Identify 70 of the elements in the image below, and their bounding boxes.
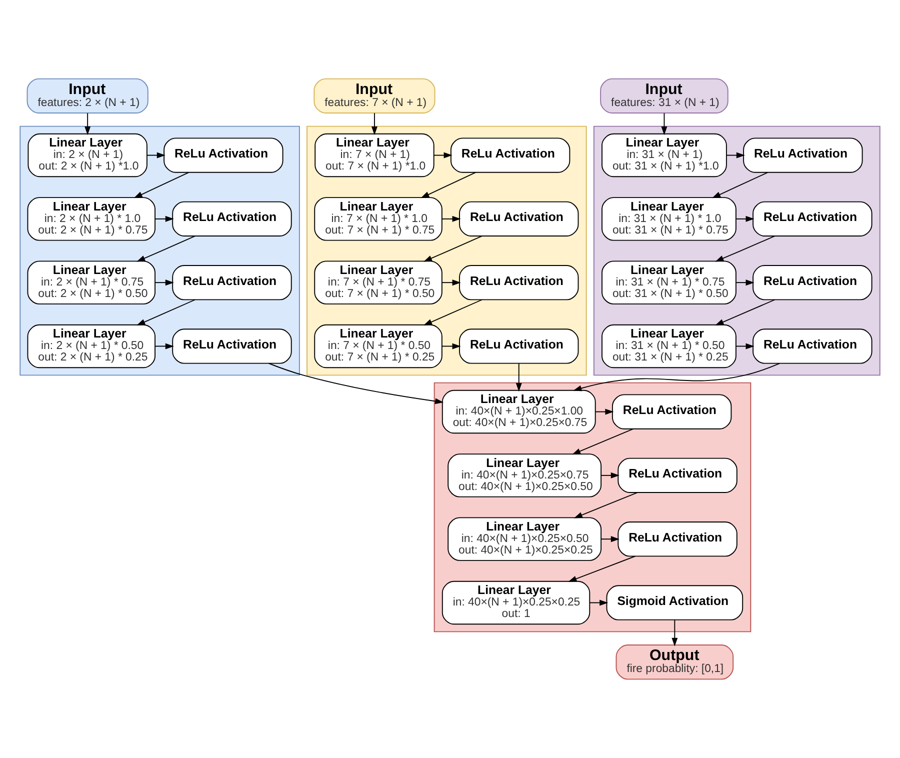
node-box: Linear Layer in: 31 × (N + 1) * 0.75 out: 31 × (N + 1) * 0.50	[602, 260, 736, 304]
arrow	[84, 112, 91, 136]
arrow	[600, 472, 620, 478]
node-box: Linear Layer in: 31 × (N + 1) * 0.50 out: 31 × (N + 1) * 0.25	[602, 324, 736, 368]
arrow	[595, 408, 614, 415]
arrow	[423, 236, 482, 262]
arrow	[134, 172, 190, 198]
node-box: ReLu Activation	[450, 138, 570, 173]
node-box: Linear Layer in: 7 × (N + 1) * 0.75 out: 7 × (N + 1) * 0.50	[314, 260, 442, 304]
node-box: Linear Layer in: 2 × (N + 1) out: 2 × (N + 1) *1.0	[28, 133, 148, 178]
arrow	[589, 600, 608, 606]
node-box: ReLu Activation	[459, 265, 579, 300]
node-box: ReLu Activation	[172, 328, 292, 364]
arrow	[715, 236, 776, 262]
node-box: Linear Layer in: 31 × (N + 1) * 1.0 out: 31 × (N + 1) * 0.75	[602, 197, 736, 241]
node-box: Linear Layer in: 40×(N + 1)×0.25×0.50 out: 40×(N + 1)×0.25×0.25	[448, 517, 602, 561]
node-box: Input features: 7 × (N + 1)	[314, 78, 436, 114]
arrow	[433, 152, 452, 158]
arrow	[712, 172, 768, 198]
arrow	[736, 280, 754, 286]
node-box: Linear Layer in: 40×(N + 1)×0.25×0.75 out: 40×(N + 1)×0.25×0.50	[448, 454, 602, 498]
node-box: Linear Layer in: 31 × (N + 1) out: 31 × (N + 1) *1.0	[602, 133, 727, 178]
arrow	[572, 428, 634, 455]
arrow	[136, 236, 196, 262]
node-box: Linear Layer in: 7 × (N + 1) * 0.50 out: 7 × (N + 1) * 0.25	[314, 324, 442, 368]
arrow	[154, 343, 174, 350]
arrow	[154, 216, 174, 222]
node-box: Linear Layer in: 40×(N + 1)×0.25×1.00 out: 40×(N + 1)×0.25×0.75	[442, 390, 596, 434]
arrow	[154, 280, 174, 286]
node-box: Linear Layer in: 2 × (N + 1) * 0.75 out: 2 × (N + 1) * 0.50	[27, 260, 156, 304]
arrow	[146, 152, 166, 158]
node-box: ReLu Activation	[172, 265, 292, 300]
node-box: ReLu Activation	[618, 522, 738, 557]
node-box: Linear Layer in: 2 × (N + 1) * 0.50 out: 2 × (N + 1) * 0.25	[27, 324, 156, 368]
node-box: ReLu Activation	[743, 138, 863, 173]
arrow	[423, 299, 482, 326]
node-box: Linear Layer in: 40×(N + 1)×0.25×0.25 out: 1	[442, 580, 590, 625]
node-box: ReLu Activation	[172, 201, 292, 236]
arrow	[672, 620, 678, 646]
arrow	[661, 112, 668, 136]
arrow	[442, 343, 461, 350]
node-box: ReLu Activation	[459, 201, 579, 236]
arrow	[516, 363, 522, 392]
arrow	[736, 216, 754, 222]
arrow	[136, 299, 196, 326]
arrow	[574, 492, 638, 518]
arrow	[568, 556, 636, 582]
node-box: ReLu Activation	[164, 138, 284, 173]
node-box: ReLu Activation	[459, 328, 579, 364]
node-box: ReLu Activation	[752, 265, 872, 300]
node-box: Input features: 31 × (N + 1)	[600, 78, 728, 114]
arrow	[573, 362, 780, 392]
node-box: Linear Layer in: 2 × (N + 1) * 1.0 out: 2 × (N + 1) * 0.75	[27, 197, 156, 241]
node-box: ReLu Activation	[612, 394, 732, 430]
node-box: ReLu Activation	[752, 201, 872, 236]
arrow	[371, 112, 378, 136]
arrow	[420, 172, 476, 198]
arrow	[600, 536, 620, 542]
node-box: ReLu Activation	[752, 328, 872, 364]
arrow	[726, 152, 745, 158]
node-box: ReLu Activation	[618, 458, 738, 493]
arrow	[442, 280, 461, 286]
node-box: Output fire probablity: [0,1]	[616, 644, 734, 680]
node-box: Input features: 2 × (N + 1)	[26, 78, 148, 114]
arrow	[715, 299, 776, 326]
node-box: Sigmoid Activation	[606, 585, 744, 620]
arrow	[736, 343, 754, 350]
node-box: Linear Layer in: 7 × (N + 1) out: 7 × (N + 1) *1.0	[314, 133, 434, 178]
node-box: Linear Layer in: 7 × (N + 1) * 1.0 out: 7 × (N + 1) * 0.75	[314, 197, 442, 241]
arrow	[442, 216, 461, 222]
